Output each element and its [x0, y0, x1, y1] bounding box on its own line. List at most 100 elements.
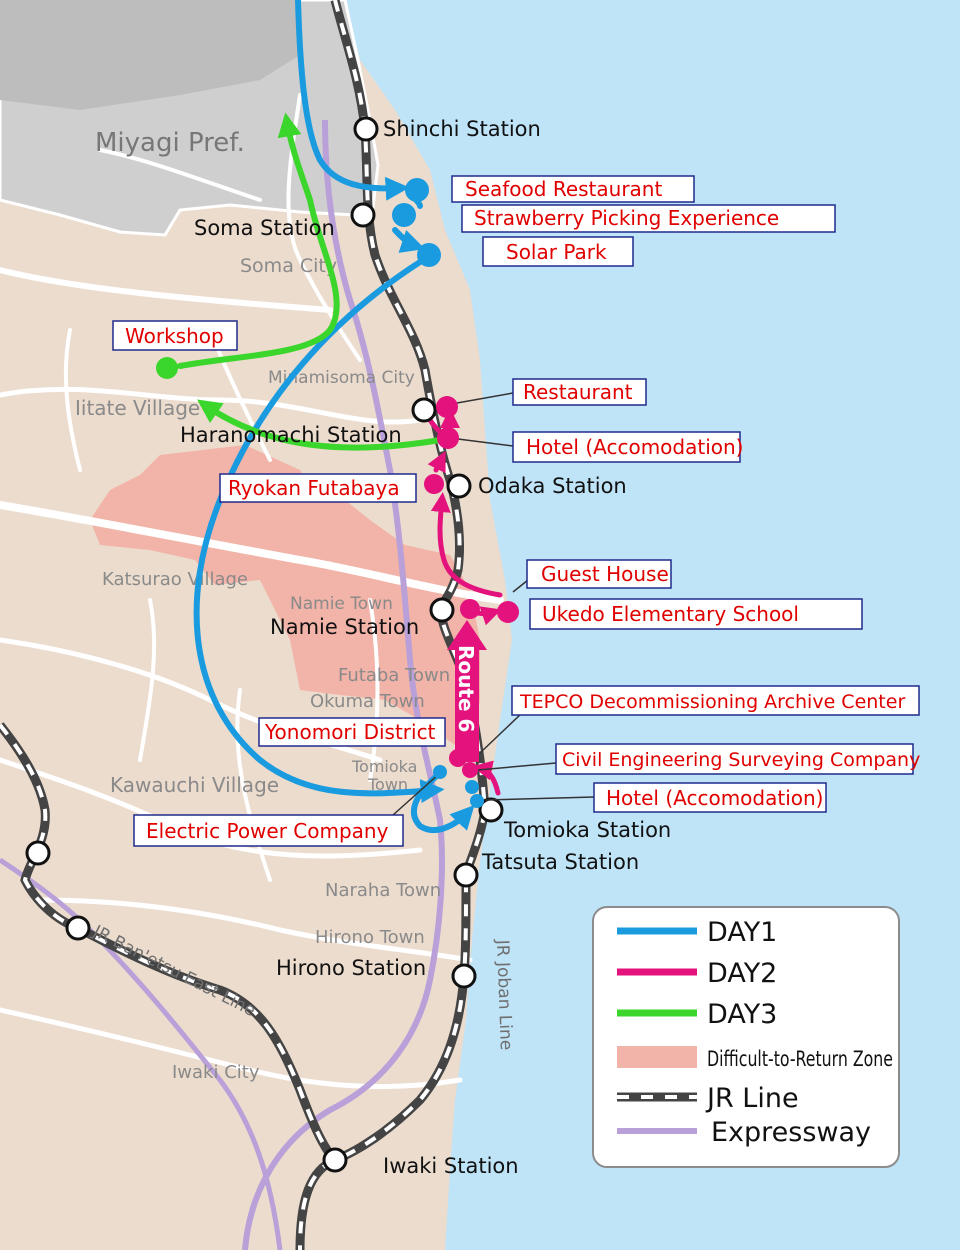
station-haranomachi[interactable]	[411, 397, 437, 423]
region-tomioka-town-line1: Tomioka	[351, 757, 417, 776]
legend-swatch-zone	[617, 1046, 697, 1068]
poi-label-ryokan[interactable]: Ryokan Futabaya	[219, 473, 417, 503]
legend-label-day3: DAY3	[707, 999, 777, 1030]
station-shinchi[interactable]	[353, 116, 379, 142]
poi-text-electric: Electric Power Company	[146, 819, 389, 843]
poi-label-guesthouse[interactable]: Guest House	[526, 559, 672, 589]
poi-dot-yonomori[interactable]	[449, 749, 467, 767]
poi-label-electric[interactable]: Electric Power Company	[133, 814, 404, 847]
poi-text-hotel-2: Hotel (Accomodation)	[606, 786, 823, 810]
poi-text-ukedo: Ukedo Elementary School	[542, 602, 799, 626]
station-label-tatsuta: Tatsuta Station	[481, 850, 639, 874]
poi-dot-ukedo[interactable]	[497, 601, 519, 623]
region-hirono-town: Hirono Town	[315, 927, 425, 948]
station-tomioka[interactable]	[478, 797, 504, 823]
station-label-hirono: Hirono Station	[276, 956, 426, 980]
region-iwaki-city: Iwaki City	[172, 1062, 260, 1083]
jr-joban-line	[295, 0, 490, 1250]
poi-dot-electric[interactable]	[433, 765, 447, 779]
poi-label-civil[interactable]: Civil Engineering Surveying Company	[555, 743, 920, 775]
poi-dot-workshop[interactable]	[156, 357, 178, 379]
expressway-west	[0, 857, 283, 1250]
line-label-joban: JR Joban Line	[492, 938, 516, 1050]
leader-lines	[392, 392, 595, 816]
legend-label-jr: JR Line	[705, 1083, 799, 1114]
poi-text-seafood: Seafood Restaurant	[465, 177, 662, 201]
poi-label-strawberry[interactable]: Strawberry Picking Experience	[461, 204, 836, 233]
region-miyagi: Miyagi Pref.	[95, 128, 245, 158]
poi-label-restaurant[interactable]: Restaurant	[512, 378, 647, 406]
day2-poi-dots	[424, 396, 519, 778]
region-katsurao: Katsurao Village	[102, 569, 248, 590]
miyagi-northern-area	[0, 0, 300, 110]
region-naraha: Naraha Town	[325, 880, 441, 901]
poi-dot-seafood[interactable]	[405, 178, 429, 202]
poi-dot-day1-tomioka-1[interactable]	[465, 780, 479, 794]
region-kawauchi: Kawauchi Village	[110, 773, 279, 797]
station-hirono[interactable]	[451, 963, 477, 989]
poi-labels: Seafood Restaurant Strawberry Picking Ex…	[112, 175, 920, 847]
poi-text-civil: Civil Engineering Surveying Company	[562, 749, 920, 771]
station-label-shinchi: Shinchi Station	[383, 117, 541, 141]
difficult-to-return-zone	[90, 445, 480, 760]
poi-label-hotel-1[interactable]: Hotel (Accomodation)	[512, 431, 743, 463]
poi-dot-ryokan[interactable]	[424, 474, 444, 494]
poi-dot-tepco[interactable]	[462, 762, 478, 778]
poi-label-solar[interactable]: Solar Park	[482, 236, 634, 267]
legend-label-expressway: Expressway	[711, 1117, 871, 1148]
poi-dot-day1-tomioka-2[interactable]	[470, 794, 484, 808]
region-okuma-town: Okuma Town	[310, 691, 425, 712]
day1-route	[193, 0, 475, 833]
station-label-iwaki: Iwaki Station	[383, 1154, 519, 1178]
poi-text-guesthouse: Guest House	[541, 562, 669, 586]
poi-dot-strawberry[interactable]	[392, 203, 416, 227]
poi-dot-hotel-1[interactable]	[437, 427, 459, 449]
legend: DAY1 DAY2 DAY3 Difficult-to-Return Zone …	[592, 906, 900, 1168]
station-tatsuta[interactable]	[453, 862, 479, 888]
station-label-haranomachi: Haranomachi Station	[180, 423, 402, 447]
region-iitate: Iitate Village	[75, 396, 200, 420]
station-soma[interactable]	[350, 202, 376, 228]
poi-text-solar: Solar Park	[506, 240, 607, 264]
poi-label-ukedo[interactable]: Ukedo Elementary School	[529, 598, 863, 630]
stations	[25, 116, 504, 1173]
day3-route	[177, 112, 443, 451]
poi-text-yonomori: Yonomori District	[264, 720, 436, 744]
poi-text-hotel-1: Hotel (Accomodation)	[526, 435, 743, 459]
poi-label-hotel-2[interactable]: Hotel (Accomodation)	[593, 782, 827, 813]
legend-label-zone: Difficult-to-Return Zone	[707, 1047, 893, 1071]
poi-dot-guesthouse[interactable]	[460, 599, 480, 619]
region-namie-town: Namie Town	[290, 594, 393, 614]
poi-label-seafood[interactable]: Seafood Restaurant	[451, 175, 695, 203]
poi-text-restaurant: Restaurant	[523, 380, 633, 404]
legend-label-day2: DAY2	[707, 958, 777, 989]
station-banetsu-1[interactable]	[25, 840, 51, 866]
station-iwaki[interactable]	[322, 1147, 348, 1173]
route-6-label: Route 6	[454, 645, 478, 732]
poi-text-workshop: Workshop	[125, 324, 224, 348]
land	[0, 0, 512, 1250]
station-label-tomioka: Tomioka Station	[503, 818, 671, 842]
region-soma-city: Soma City	[240, 255, 337, 277]
station-namie[interactable]	[429, 597, 455, 623]
region-minamisoma-city: Minamisoma City	[268, 368, 415, 388]
poi-label-yonomori[interactable]: Yonomori District	[258, 717, 446, 747]
day1-poi-dots	[392, 178, 484, 808]
station-label-soma: Soma Station	[194, 216, 335, 240]
poi-dot-solar[interactable]	[417, 243, 441, 267]
region-futaba-town: Futaba Town	[338, 665, 450, 686]
station-label-odaka: Odaka Station	[478, 474, 627, 498]
legend-label-day1: DAY1	[707, 917, 777, 948]
station-label-namie: Namie Station	[270, 615, 419, 639]
station-odaka[interactable]	[446, 473, 472, 499]
route-6: Route 6	[447, 620, 487, 762]
station-banetsu-2[interactable]	[65, 915, 91, 941]
poi-label-workshop[interactable]: Workshop	[112, 320, 238, 351]
jr-banetsu-line	[0, 722, 339, 1164]
region-tomioka-town-line2: Town	[367, 775, 408, 794]
poi-text-tepco: TEPCO Decommissioning Archive Center	[519, 691, 905, 713]
poi-text-ryokan: Ryokan Futabaya	[228, 476, 400, 500]
poi-dot-restaurant[interactable]	[436, 396, 458, 418]
poi-label-tepco[interactable]: TEPCO Decommissioning Archive Center	[511, 685, 920, 716]
